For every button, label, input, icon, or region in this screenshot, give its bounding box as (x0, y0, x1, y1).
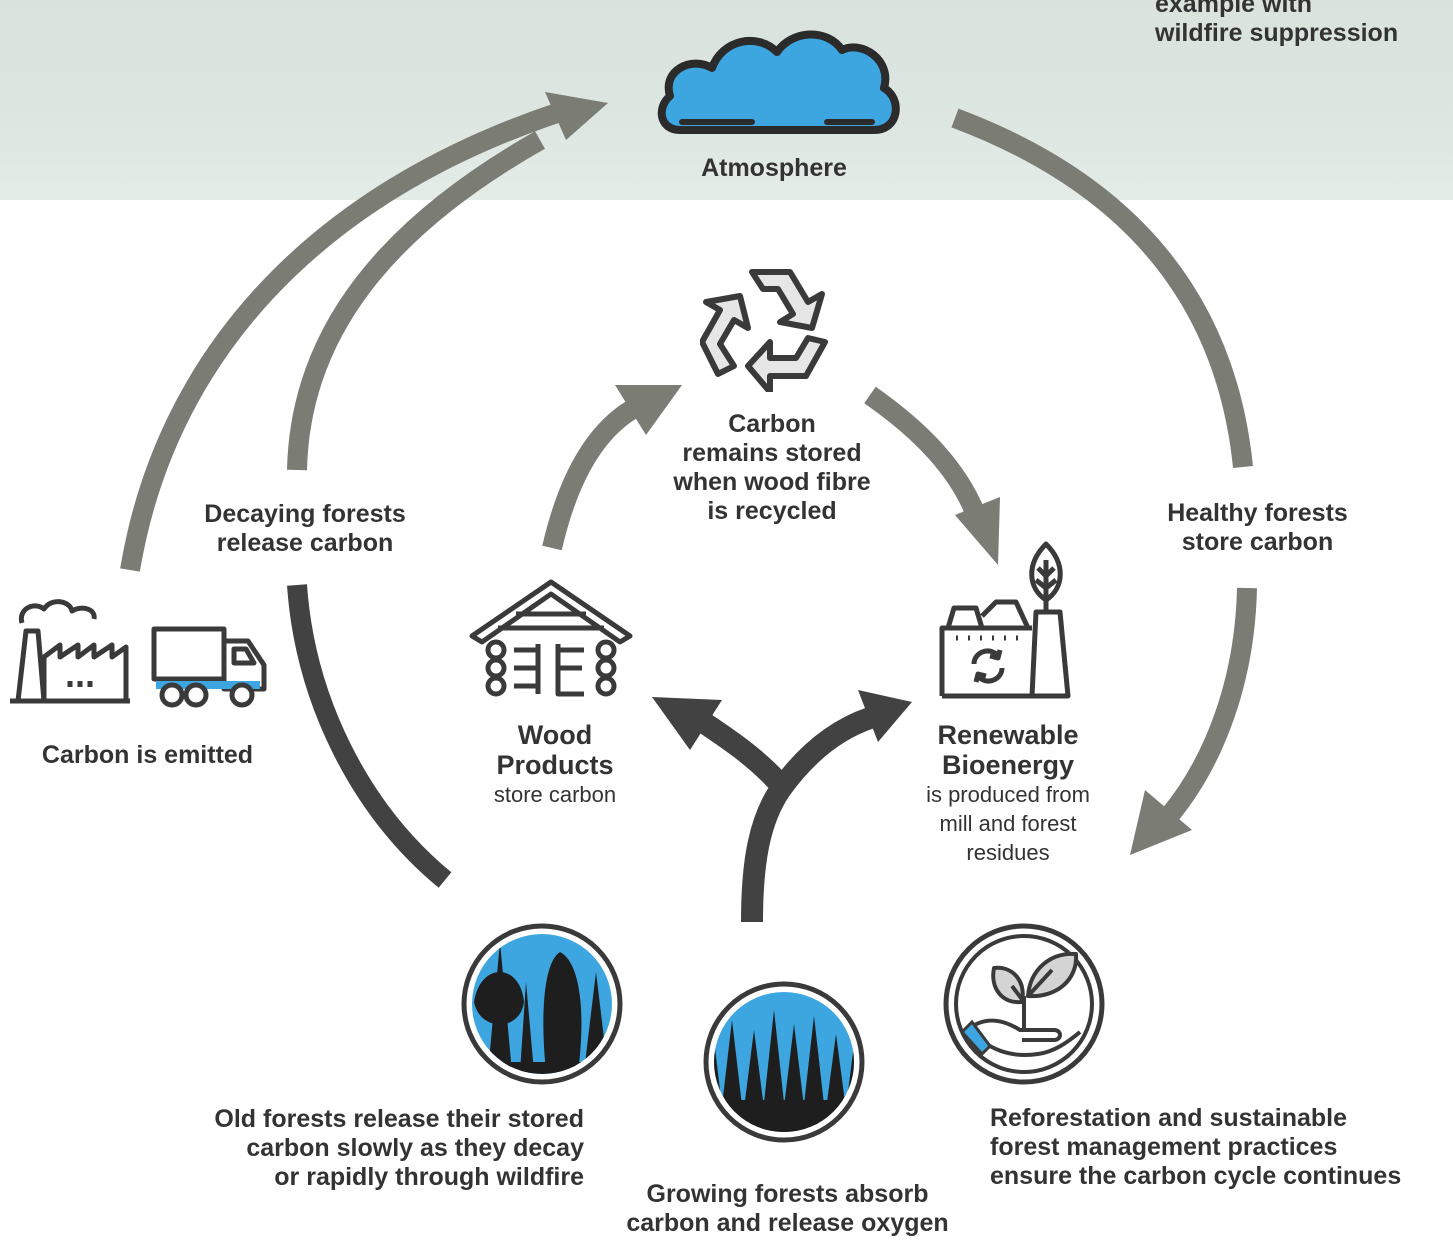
old-forests-line-2: carbon slowly as they decay (246, 1134, 584, 1162)
recycled-line-3: when wood fibre (673, 468, 871, 496)
growing-forest-icon (703, 981, 865, 1143)
arrow-recycled-to-bioenergy (864, 386, 988, 524)
bioenergy-plant-icon (939, 541, 1071, 699)
arrow-emitted-to-atmosphere (120, 102, 564, 572)
old-forest-icon (461, 923, 623, 1085)
arrow-fork-right (771, 707, 874, 797)
arrow-fork-left (693, 710, 794, 798)
atmosphere-label: Atmosphere (701, 154, 847, 182)
arrowhead-fork-left (652, 697, 722, 750)
arrowhead-fork-right (858, 690, 912, 742)
reforestation-label: Reforestation and sustainable forest man… (990, 1104, 1445, 1191)
recycled-line-1: Carbon (728, 410, 816, 438)
old-forests-label: Old forests release their stored carbon … (160, 1105, 584, 1192)
growing-line-2: carbon and release oxygen (626, 1209, 949, 1237)
healthy-line-2: store carbon (1181, 528, 1334, 556)
old-forests-line-3: or rapidly through wildfire (274, 1163, 584, 1191)
healthy-label: Healthy forests store carbon (1130, 499, 1385, 557)
healthy-line-1: Healthy forests (1167, 499, 1348, 527)
decaying-line-2: release carbon (216, 529, 394, 557)
bioenergy-label: Renewable Bioenergy is produced from mil… (888, 720, 1128, 867)
emitted-label: Carbon is emitted (41, 741, 254, 769)
arrow-fork-stem (741, 783, 790, 923)
decaying-label: Decaying forests release carbon (170, 500, 440, 558)
recycled-line-2: remains stored (682, 439, 862, 467)
arrowhead-emitted (545, 92, 608, 140)
wood-products-sub: store carbon (493, 782, 617, 807)
arrow-atmosphere-to-healthy (951, 108, 1253, 469)
arrowhead-bioenergy (955, 497, 1000, 565)
arrowhead-recycled (615, 385, 682, 435)
bioenergy-title-1: Renewable (937, 720, 1079, 750)
growing-line-1: Growing forests absorb (646, 1180, 929, 1208)
arrow-decaying-to-atmosphere (287, 131, 545, 471)
bioenergy-title-2: Bioenergy (941, 750, 1075, 780)
bioenergy-sub-1: is produced from (926, 782, 1090, 807)
arrow-old-forest-to-decaying (287, 584, 452, 888)
seedling-hand-icon (943, 923, 1105, 1085)
top-note-line-2: wildfire suppression (1155, 19, 1399, 47)
decaying-line-1: Decaying forests (204, 500, 406, 528)
recycled-label: Carbon remains stored when wood fibre is… (632, 410, 912, 526)
reforestation-line-1: Reforestation and sustainable (990, 1104, 1348, 1132)
top-note: example with wildfire suppression (1155, 0, 1445, 48)
old-forests-line-1: Old forests release their stored (214, 1105, 584, 1133)
log-cabin-icon (469, 579, 633, 697)
bioenergy-sub-2: mill and forest (939, 811, 1077, 836)
top-note-line-1: example with (1155, 0, 1312, 18)
arrow-healthy-to-reforestation (1162, 587, 1257, 822)
growing-label: Growing forests absorb carbon and releas… (600, 1180, 975, 1238)
arrowhead-healthy (1130, 790, 1192, 855)
bioenergy-sub-3: residues (966, 840, 1050, 865)
cloud-icon (657, 30, 900, 134)
wood-products-title-1: Wood (517, 720, 593, 750)
truck-icon (151, 626, 267, 708)
recycled-line-4: is recycled (707, 497, 837, 525)
wood-products-label: Wood Products store carbon (445, 720, 665, 809)
reforestation-line-2: forest management practices (990, 1133, 1338, 1161)
wood-products-title-2: Products (496, 750, 614, 780)
reforestation-line-3: ensure the carbon cycle continues (990, 1162, 1402, 1190)
recycle-icon (700, 269, 828, 392)
factory-icon (10, 599, 130, 704)
arrow-wood-to-recycled (542, 396, 645, 551)
